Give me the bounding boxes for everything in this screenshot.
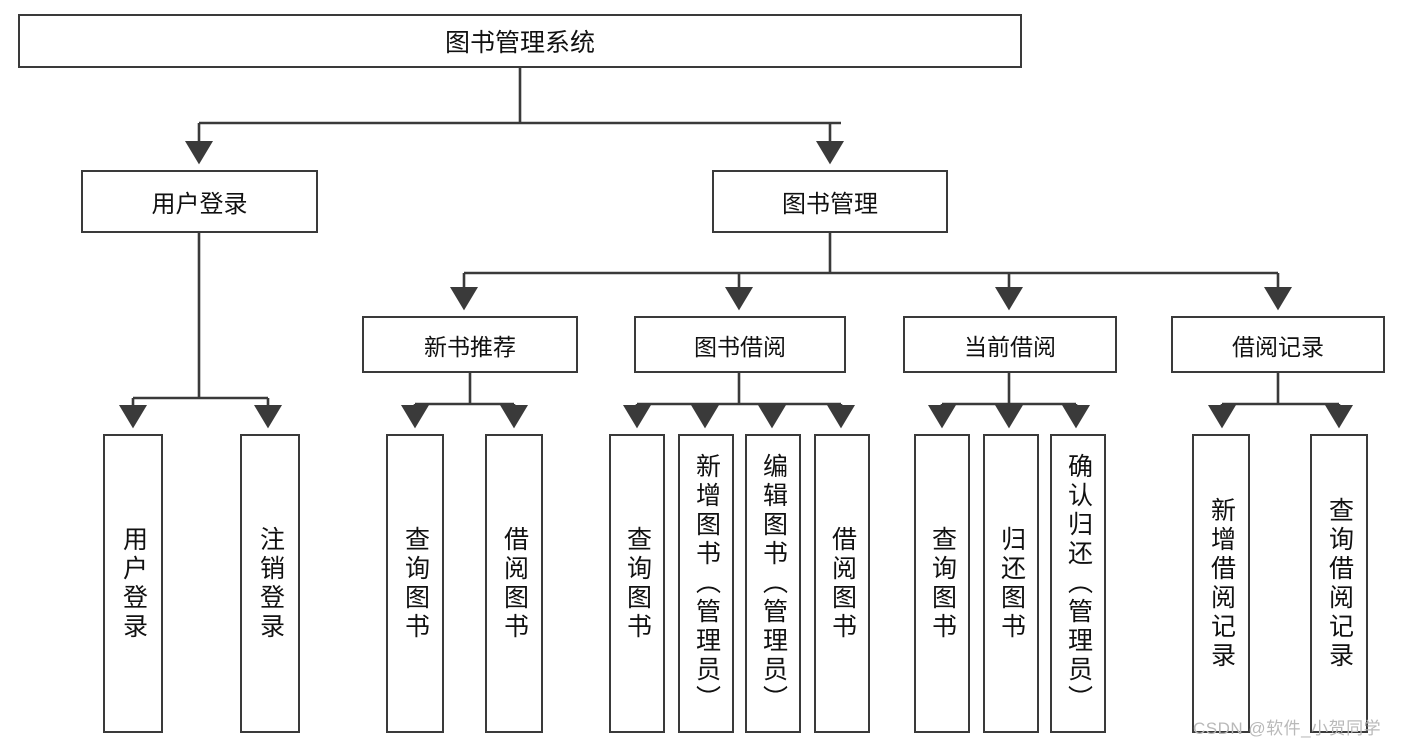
leaf-query-book-current[interactable]: 查询图书 [914, 434, 970, 733]
leaf-query-book-recommend[interactable]: 查询图书 [386, 434, 444, 733]
leaf-confirm-return-admin[interactable]: 确认归还（管理员） [1050, 434, 1106, 733]
leaf-label: 借阅图书 [500, 525, 529, 642]
leaf-logout[interactable]: 注销登录 [240, 434, 300, 733]
node-root-book-management-system[interactable]: 图书管理系统 [18, 14, 1022, 68]
node-label: 用户登录 [151, 191, 248, 218]
leaf-label: 查询图书 [928, 525, 957, 642]
leaf-label: 编辑图书（管理员） [759, 453, 788, 714]
leaf-label: 用户登录 [119, 525, 148, 642]
node-borrow-record[interactable]: 借阅记录 [1171, 316, 1385, 373]
leaf-add-borrow-record[interactable]: 新增借阅记录 [1192, 434, 1250, 733]
csdn-watermark: CSDN @软件_小贺同学 [1193, 719, 1382, 738]
leaf-label: 归还图书 [997, 525, 1026, 642]
leaf-label: 查询借阅记录 [1325, 496, 1354, 671]
leaf-query-book-borrow[interactable]: 查询图书 [609, 434, 665, 733]
node-current-borrow[interactable]: 当前借阅 [903, 316, 1117, 373]
node-label: 借阅记录 [1232, 333, 1324, 360]
leaf-label: 确认归还（管理员） [1064, 453, 1093, 714]
leaf-edit-book-admin[interactable]: 编辑图书（管理员） [745, 434, 801, 733]
leaf-return-book[interactable]: 归还图书 [983, 434, 1039, 733]
node-book-management[interactable]: 图书管理 [712, 170, 948, 233]
leaf-query-borrow-record[interactable]: 查询借阅记录 [1310, 434, 1368, 733]
leaf-borrow-book[interactable]: 借阅图书 [814, 434, 870, 733]
leaf-label: 查询图书 [401, 525, 430, 642]
leaf-borrow-book-recommend[interactable]: 借阅图书 [485, 434, 543, 733]
leaf-label: 注销登录 [256, 525, 285, 642]
node-label: 当前借阅 [964, 333, 1056, 360]
node-label: 图书管理 [782, 191, 878, 218]
leaf-add-book-admin[interactable]: 新增图书（管理员） [678, 434, 734, 733]
leaf-label: 借阅图书 [828, 525, 857, 642]
leaf-user-login[interactable]: 用户登录 [103, 434, 163, 733]
node-label: 新书推荐 [424, 333, 516, 360]
leaf-label: 新增借阅记录 [1207, 496, 1236, 671]
node-user-login[interactable]: 用户登录 [81, 170, 318, 233]
node-label: 图书管理系统 [444, 29, 595, 57]
node-label: 图书借阅 [694, 333, 786, 360]
node-new-book-recommend[interactable]: 新书推荐 [362, 316, 578, 373]
node-book-borrow[interactable]: 图书借阅 [634, 316, 846, 373]
leaf-label: 新增图书（管理员） [692, 453, 721, 714]
leaf-label: 查询图书 [623, 525, 652, 642]
